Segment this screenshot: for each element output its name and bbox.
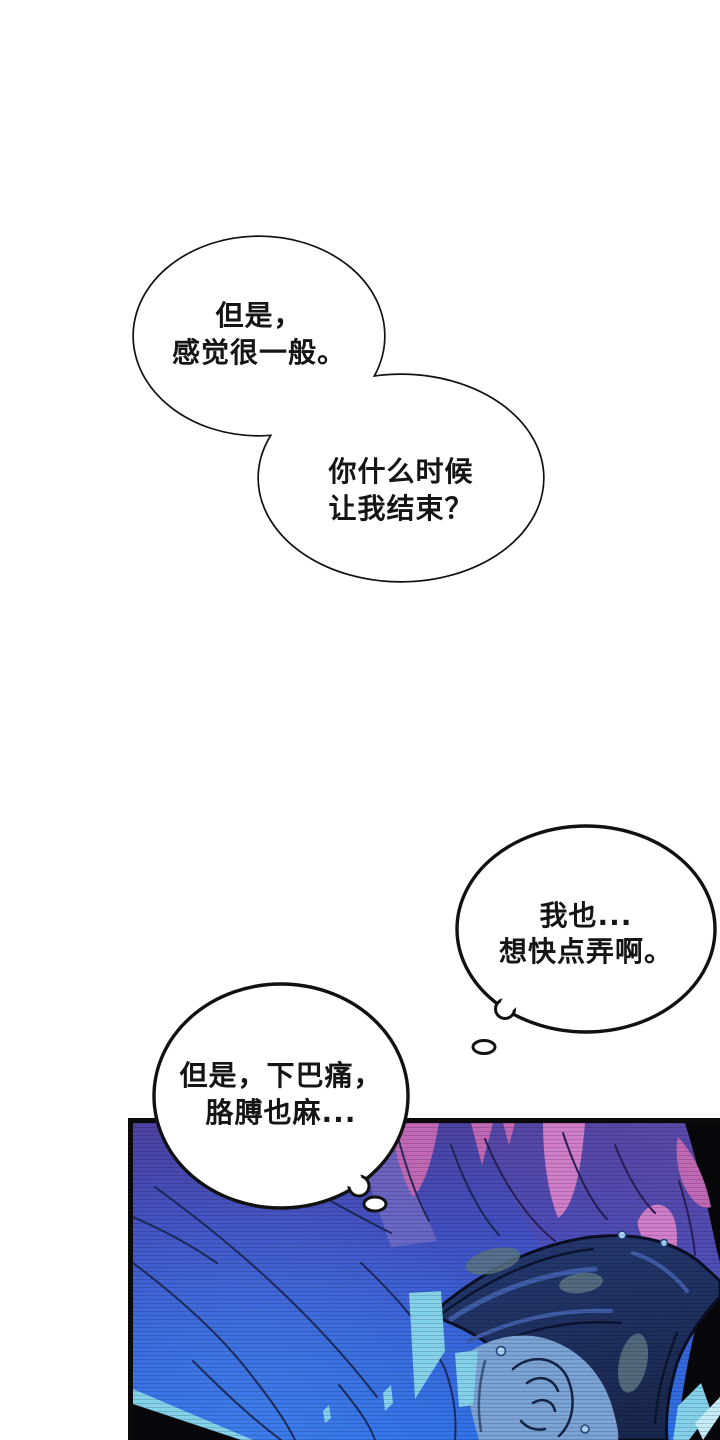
thought-bump xyxy=(494,998,516,1020)
ear-lines xyxy=(477,1357,574,1438)
speech-line: 但是， xyxy=(215,299,303,332)
speech-bubble-1-text: 但是， 感觉很一般。 xyxy=(129,297,389,371)
corner-black-triangle xyxy=(133,1404,241,1440)
thought-line: 我也... xyxy=(539,899,633,932)
violet-fold-lines xyxy=(484,1132,696,1256)
thought-dot xyxy=(471,1039,497,1055)
thought-bubble-1-text: 我也... 想快点弄啊。 xyxy=(458,898,714,970)
speech-bubble-merged xyxy=(132,235,545,583)
panel-illustration xyxy=(133,1123,720,1440)
thought-line: 想快点弄啊。 xyxy=(498,935,673,968)
black-wedge-top-right xyxy=(685,1123,720,1261)
cloth-olive-patches xyxy=(465,1247,649,1393)
thought-line: 但是，下巴痛， xyxy=(179,1059,383,1092)
face-skin xyxy=(465,1335,619,1440)
thought-line: 胳膊也麻... xyxy=(205,1096,357,1129)
speech-line: 感觉很一般。 xyxy=(171,336,346,369)
speech-line: 让我结束？ xyxy=(328,492,474,525)
speech-line: 你什么时候 xyxy=(328,455,474,488)
cyan-glints xyxy=(323,1291,720,1440)
comic-panel xyxy=(128,1118,720,1440)
thought-bubble-2-text: 但是，下巴痛， 胳膊也麻... xyxy=(150,1057,412,1131)
sweat-drops xyxy=(495,1230,669,1434)
cloth-streaks xyxy=(441,1247,689,1425)
speech-bubble-2-text: 你什么时候 让我结束？ xyxy=(271,453,531,527)
